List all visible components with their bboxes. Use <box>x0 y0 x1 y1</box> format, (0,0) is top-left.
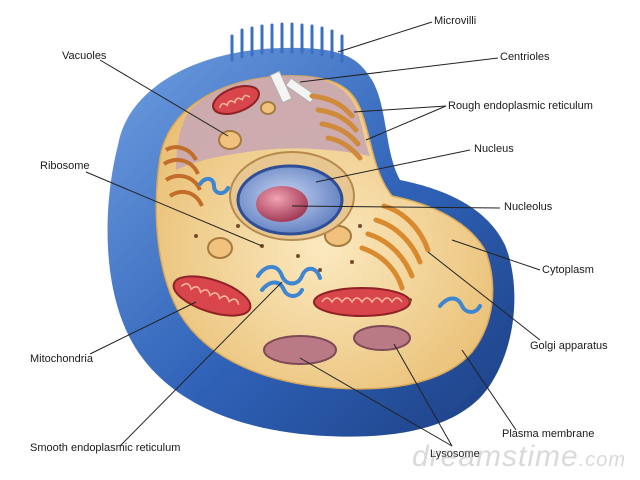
label-vacuoles: Vacuoles <box>62 50 107 62</box>
label-microvilli: Microvilli <box>434 15 477 27</box>
label-nucleolus: Nucleolus <box>504 201 553 213</box>
mitochondrion-shape <box>313 287 411 317</box>
ribosome-shape <box>194 224 412 302</box>
rough-er-shape <box>309 93 363 161</box>
label-smooth-er: Smooth endoplasmic reticulum <box>30 442 181 454</box>
mitochondrion-shape <box>172 275 252 317</box>
nucleolus-shape <box>256 186 308 222</box>
label-centrioles: Centrioles <box>500 51 550 63</box>
label-golgi-apparatus: Golgi apparatus <box>530 340 608 352</box>
label-lysosome: Lysosome <box>430 448 480 460</box>
watermark-suffix: .com <box>578 449 627 471</box>
smooth-er-shape <box>198 177 482 314</box>
vacuole-shape <box>207 237 233 259</box>
watermark: dreamstime.com <box>412 440 626 474</box>
lysosome-shape <box>263 335 337 365</box>
label-ribosome: Ribosome <box>40 160 90 172</box>
label-rough-er: Rough endoplasmic reticulum <box>448 100 593 112</box>
mitochondrion-shape <box>212 85 260 115</box>
rough-er-left-shape <box>162 145 204 207</box>
leader-lines <box>85 21 541 447</box>
label-plasma-membrane: Plasma membrane <box>502 428 595 440</box>
vacuole-shape <box>260 101 276 115</box>
vacuole-shape <box>218 130 242 150</box>
watermark-text: dreamstime <box>412 440 579 473</box>
microvilli-shape <box>230 22 344 64</box>
label-nucleus: Nucleus <box>474 143 514 155</box>
centrioles-shape <box>269 70 317 104</box>
lysosome-shape <box>353 325 411 351</box>
label-cytoplasm: Cytoplasm <box>542 264 594 276</box>
golgi-apparatus-shape <box>359 203 431 291</box>
label-mitochondria: Mitochondria <box>30 353 93 365</box>
